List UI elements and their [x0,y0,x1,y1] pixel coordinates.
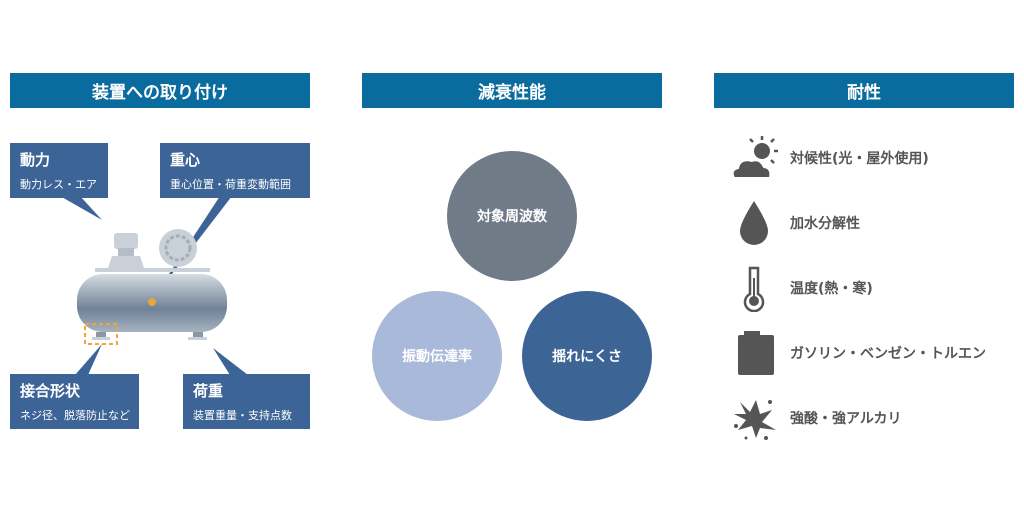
callout-title: 荷重 [193,382,224,400]
callout-title: 重心 [170,151,201,169]
callout-sub: 動力レス・エア [20,178,97,191]
circle-transmissibility: 振動伝達率 [372,291,502,421]
resistance-label: 対候性(光・屋外使用) [790,151,929,167]
header-damping: 減衰性能 [362,73,662,108]
circle-target-frequency: 対象周波数 [447,151,577,281]
callout-sub: ネジ径、脱落防止など [20,409,130,422]
resistance-label: 加水分解性 [790,216,860,232]
resistance-item: ガソリン・ベンゼン・トルエン [728,328,986,378]
circle-stability: 揺れにくさ [522,291,652,421]
callout-joint-shape: 接合形状 ネジ径、脱落防止など [10,374,139,429]
resistance-label: 強酸・強アルカリ [790,411,902,427]
fuel-can-icon [728,328,780,378]
header-resistance: 耐性 [714,73,1014,108]
water-drop-icon [728,198,780,248]
resistance-item: 温度(熱・寒) [728,263,873,313]
resistance-item: 強酸・強アルカリ [728,393,901,443]
sun-cloud-icon [728,133,780,183]
splash-icon [728,393,780,443]
thermometer-icon [728,263,780,313]
callout-center-of-gravity: 重心 重心位置・荷重変動範囲 [160,143,310,198]
resistance-item: 加水分解性 [728,198,860,248]
resistance-item: 対候性(光・屋外使用) [728,133,929,183]
callout-load: 荷重 装置重量・支持点数 [183,374,310,429]
callout-power: 動力 動力レス・エア [10,143,108,198]
callout-title: 接合形状 [20,382,81,400]
callout-title: 動力 [20,151,51,169]
resistance-label: 温度(熱・寒) [790,281,873,297]
callout-sub: 装置重量・支持点数 [193,409,292,422]
resistance-label: ガソリン・ベンゼン・トルエン [790,346,986,362]
header-mounting: 装置への取り付け [10,73,310,108]
callout-sub: 重心位置・荷重変動範囲 [170,178,291,191]
